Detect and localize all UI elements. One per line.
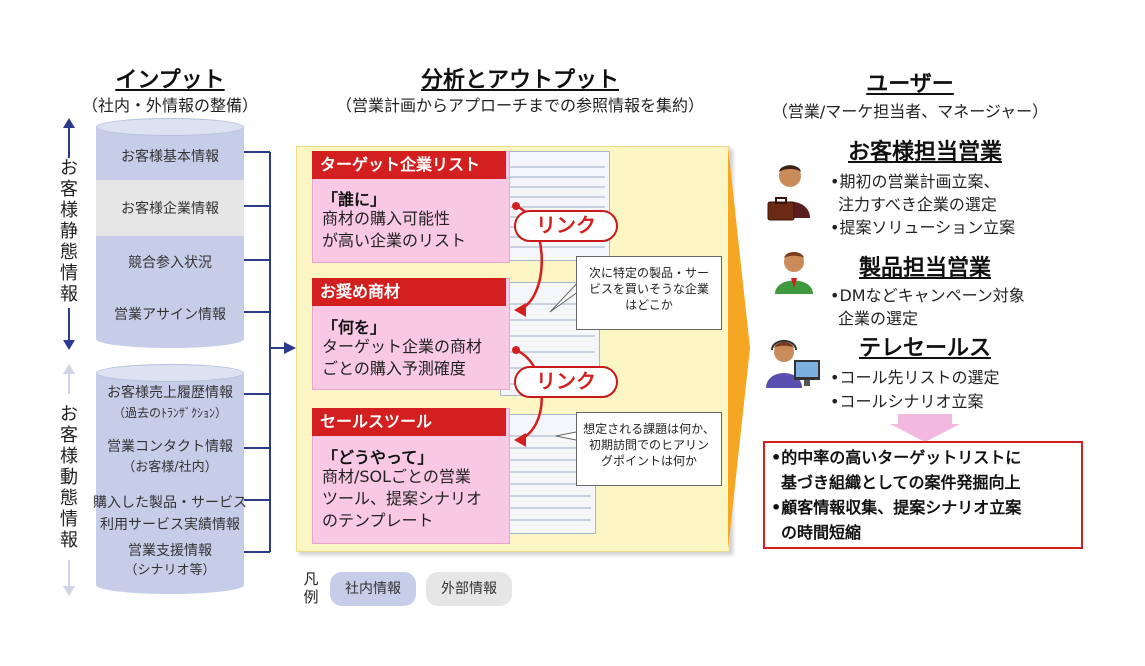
dynamic-range-arrow <box>63 364 75 596</box>
card-header: ターゲット企業リスト <box>312 151 506 179</box>
businessman-icon <box>767 165 810 221</box>
cylinder-external-band <box>96 180 244 236</box>
legend-title: 凡例 <box>302 570 320 606</box>
salesperson-icon <box>775 252 813 294</box>
input-item-sublabel: 利用サービス実績情報 <box>100 517 240 533</box>
card-desc-line: が高い企業のリスト <box>322 231 467 250</box>
analysis-title: 分析とアウトプット <box>420 68 619 93</box>
input-connector-lines <box>244 151 296 553</box>
static-range-arrow <box>63 118 75 350</box>
cylinder-bottom <box>96 330 244 348</box>
user-group-title: お客様担当営業 <box>847 140 1002 165</box>
input-item-label: 購入した製品・サービス <box>93 495 247 511</box>
cylinder-internal <box>96 374 244 584</box>
analysis-subtitle: （営業計画からアプローチまでの参照情報を集約） <box>335 96 704 115</box>
callout-line: ビスを買いそうな企業 <box>588 282 709 296</box>
card-header: セールスツール <box>312 408 506 436</box>
callout-line: グポイントは何か <box>600 454 697 468</box>
user-group-line: •提案ソリューション立案 <box>830 218 1016 237</box>
input-item-sublabel: （シナリオ等） <box>124 563 216 578</box>
input-title: インプット <box>115 68 225 93</box>
user-group-line: •期初の営業計画立案、 <box>830 172 1000 191</box>
card-desc-line: ツール、提案シナリオ <box>322 489 483 508</box>
static-info-label: お客様静態情報 <box>60 158 78 305</box>
callout-next-buyers: 次に特定の製品・サー ビスを買いそうな企業 はどこか <box>576 256 722 330</box>
cylinder-bottom <box>96 576 244 594</box>
card-desc-line: ターゲット企業の商材 <box>322 337 483 356</box>
input-item-sublabel: （お客様/社内） <box>122 460 218 475</box>
users-title: ユーザー <box>866 72 954 97</box>
card-header: お奨め商材 <box>312 278 506 306</box>
callout-line: 想定される課題は何か、 <box>583 422 715 436</box>
user-group-line: 注力すべき企業の選定 <box>838 195 997 214</box>
user-group-line: 企業の選定 <box>838 309 919 328</box>
user-group-title: テレセールス <box>858 336 991 361</box>
card-key: 「何を」 <box>322 318 387 337</box>
dynamic-info-label: お客様動態情報 <box>60 404 78 551</box>
static-data-stack <box>96 118 244 350</box>
input-subtitle: （社内・外情報の整備） <box>81 96 258 115</box>
user-group-line: •コールシナリオ立案 <box>830 392 984 411</box>
input-item-sublabel: （過去のﾄﾗﾝｻﾞｸｼｮﾝ） <box>112 406 227 420</box>
link-badge: リンク <box>514 210 618 242</box>
result-box: •的中率の高いターゲットリストに 基づき組織としての案件発掘向上 •顧客情報収集… <box>763 441 1083 549</box>
callout-line: はどこか <box>625 298 673 312</box>
card-desc-line: 商材の購入可能性 <box>322 209 451 228</box>
users-subtitle: （営業/マーケ担当者、マネージャー） <box>771 102 1049 121</box>
link-badge: リンク <box>514 366 618 398</box>
card-key: 「どうやって」 <box>322 448 434 467</box>
card-desc-line: のテンプレート <box>322 511 434 530</box>
result-line: •的中率の高いターゲットリストに <box>771 448 1022 467</box>
input-item-label: お客様企業情報 <box>121 201 219 217</box>
card-desc-line: ごとの購入予測確度 <box>322 359 466 378</box>
input-item-label: 営業アサイン情報 <box>114 307 226 323</box>
user-group-title: 製品担当営業 <box>858 256 991 281</box>
input-item-label: 営業コンタクト情報 <box>107 439 233 455</box>
output-arrow <box>728 146 750 550</box>
user-group-line: •コール先リストの選定 <box>830 368 1000 387</box>
card-desc-line: 商材/SOLごとの営業 <box>322 467 471 486</box>
legend-title-text: 凡例 <box>303 570 319 606</box>
input-item-label: 営業支援情報 <box>128 543 212 559</box>
cylinder-top <box>96 118 244 136</box>
result-line: の時間短縮 <box>781 523 862 542</box>
result-arrow <box>890 414 960 442</box>
cylinder-top <box>96 364 244 382</box>
result-line: •顧客情報収集、提案シナリオ立案 <box>771 498 1022 517</box>
user-group-line: •DMなどキャンペーン対象 <box>830 286 1025 305</box>
input-item-label: お客様基本情報 <box>121 149 219 165</box>
card-key: 「誰に」 <box>322 190 387 209</box>
legend-external: 外部情報 <box>426 572 512 606</box>
callout-line: 次に特定の製品・サー <box>588 266 709 280</box>
input-item-label: お客様売上履歴情報 <box>107 385 233 401</box>
input-item-label: 競合参入状況 <box>128 255 212 271</box>
legend-internal: 社内情報 <box>330 572 416 606</box>
telesales-operator-icon <box>766 340 820 388</box>
dynamic-data-stack <box>96 364 244 596</box>
callout-line: 初期訪問でのヒアリン <box>588 438 709 452</box>
result-line: 基づき組織としての案件発掘向上 <box>781 473 1021 492</box>
callout-hearing-points: 想定される課題は何か、 初期訪問でのヒアリン グポイントは何か <box>576 412 722 486</box>
